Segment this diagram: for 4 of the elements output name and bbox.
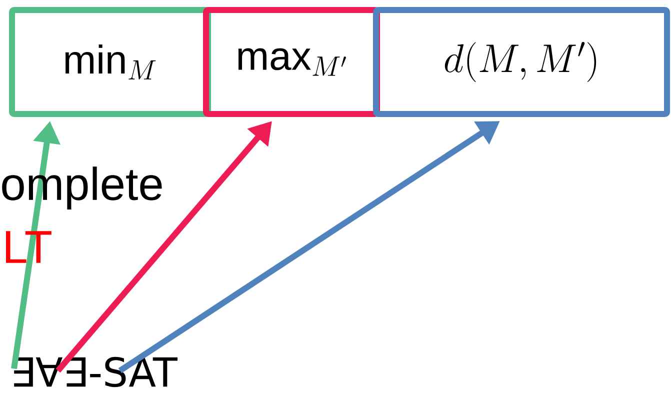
formula-box: $\max_{M'}$ bbox=[203, 7, 380, 117]
formula-box: $d(M,M')$ bbox=[373, 7, 670, 117]
problem-label: ∃∀∃-SAT bbox=[14, 356, 178, 388]
formula-box: $\min_M$ bbox=[9, 7, 211, 117]
